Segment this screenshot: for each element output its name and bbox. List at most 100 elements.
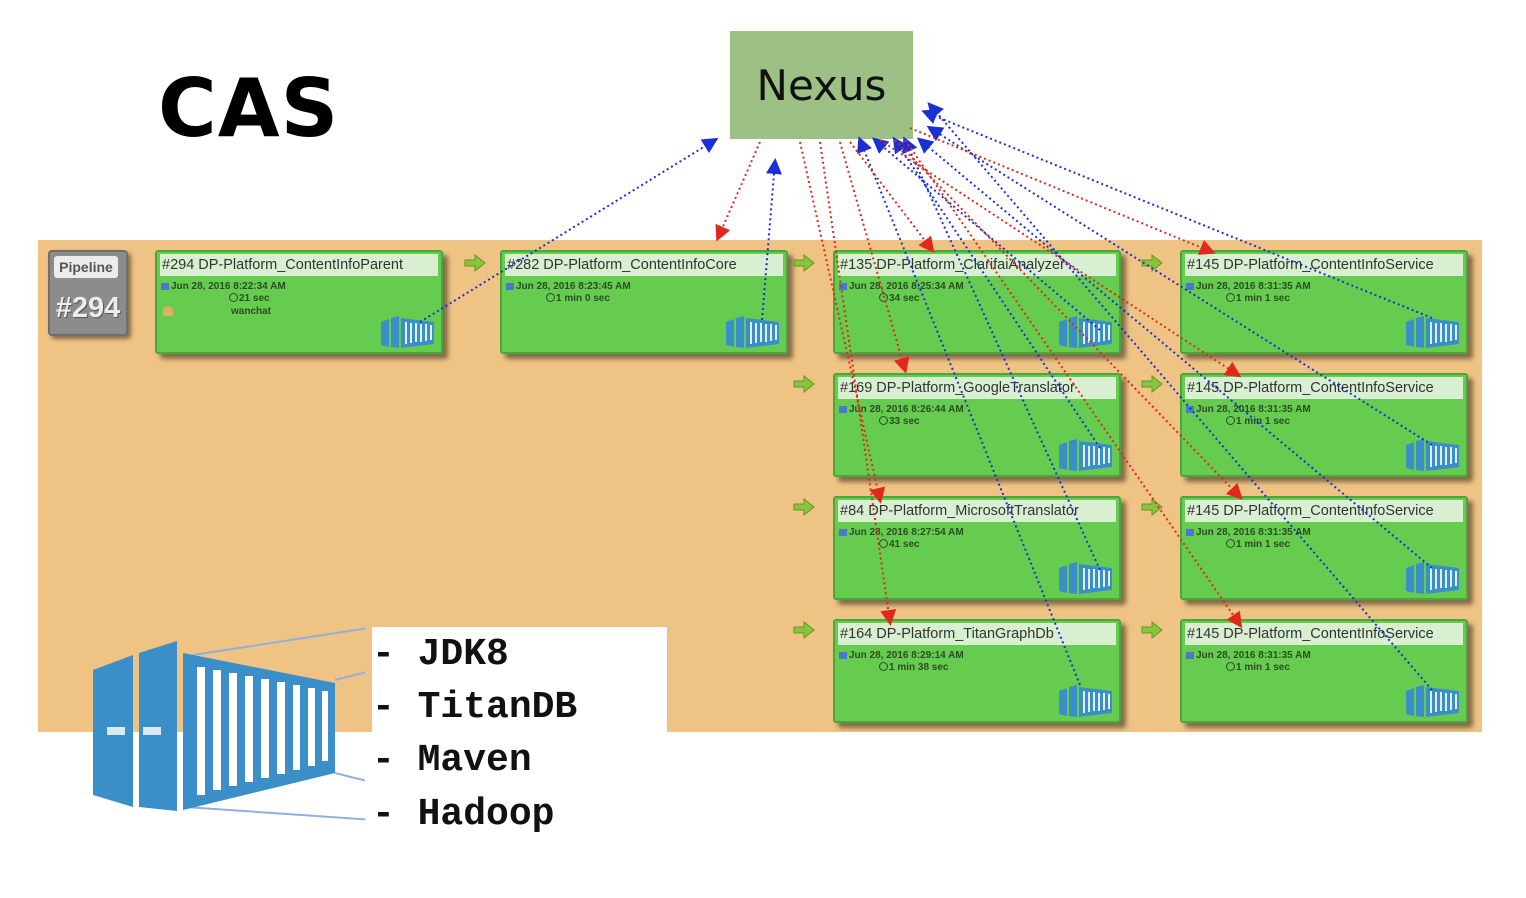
clock-icon: [1226, 416, 1235, 425]
job-date: Jun 28, 2016 8:31:35 AM: [1186, 527, 1311, 538]
calendar-icon: [506, 283, 514, 290]
job-date-text: Jun 28, 2016 8:23:45 AM: [516, 281, 631, 292]
job-duration-text: 1 min 38 sec: [889, 662, 949, 673]
dependency-arrow: [799, 141, 886, 504]
dependency-arrow: [921, 109, 1433, 319]
job-card[interactable]: #145 DP-Platform_ContentInfoService Jun …: [1180, 496, 1468, 600]
job-duration: 21 sec: [229, 293, 270, 304]
calendar-icon: [839, 652, 847, 659]
nexus-label: Nexus: [756, 60, 887, 110]
job-card[interactable]: #145 DP-Platform_ContentInfoService Jun …: [1180, 373, 1468, 477]
dependency-arrow: [926, 125, 1433, 446]
job-duration-text: 34 sec: [889, 293, 920, 304]
calendar-icon: [161, 283, 169, 290]
dependency-arrow: [857, 136, 1081, 686]
job-card[interactable]: #282 DP-Platform_ContentInfoCore Jun 28,…: [500, 250, 788, 354]
job-card[interactable]: #294 DP-Platform_ContentInfoParent Jun 2…: [155, 250, 443, 354]
job-date: Jun 28, 2016 8:26:44 AM: [839, 404, 964, 415]
dependency-arrow: [927, 101, 1433, 691]
job-card[interactable]: #84 DP-Platform_MicrosoftTranslator Jun …: [833, 496, 1121, 600]
next-arrow-icon: [793, 497, 815, 517]
calendar-icon: [1186, 283, 1194, 290]
job-duration: 34 sec: [879, 293, 920, 304]
clock-icon: [879, 662, 888, 671]
dependency-arrow: [849, 141, 935, 254]
spec-item: - Hadoop: [372, 793, 555, 836]
job-date-text: Jun 28, 2016 8:27:54 AM: [849, 527, 964, 538]
container-icon: [1057, 437, 1113, 471]
job-date-text: Jun 28, 2016 8:31:35 AM: [1196, 281, 1311, 292]
next-arrow-icon: [1141, 620, 1163, 640]
spec-item: - Maven: [372, 739, 532, 782]
job-duration: 1 min 1 sec: [1226, 416, 1290, 427]
job-card[interactable]: #164 DP-Platform_TitanGraphDb Jun 28, 20…: [833, 619, 1121, 723]
dependency-arrow: [892, 136, 1101, 449]
job-title[interactable]: #294 DP-Platform_ContentInfoParent: [160, 254, 438, 276]
container-icon: [93, 627, 365, 821]
next-arrow-icon: [793, 253, 815, 273]
nexus-node: Nexus: [730, 31, 913, 139]
dependency-arrow: [871, 137, 1101, 331]
job-title[interactable]: #169 DP-Platform_GoogleTranslator: [838, 377, 1116, 399]
next-arrow-icon: [1141, 374, 1163, 394]
clock-icon: [546, 293, 555, 302]
job-duration: 1 min 1 sec: [1226, 539, 1290, 550]
container-icon: [1404, 437, 1460, 471]
dependency-arrow: [715, 141, 761, 242]
job-date-text: Jun 28, 2016 8:31:35 AM: [1196, 404, 1311, 415]
clock-icon: [1226, 539, 1235, 548]
job-user: wanchat: [231, 306, 272, 317]
job-date: Jun 28, 2016 8:29:14 AM: [839, 650, 964, 661]
job-duration: 1 min 1 sec: [1226, 293, 1290, 304]
dependency-arrow: [879, 139, 1242, 378]
job-title[interactable]: #282 DP-Platform_ContentInfoCore: [505, 254, 783, 276]
clock-icon: [229, 293, 238, 302]
job-duration-text: 41 sec: [889, 539, 920, 550]
dependency-arrow: [819, 141, 897, 626]
job-duration: 1 min 0 sec: [546, 293, 610, 304]
user-icon: [163, 306, 173, 316]
clock-icon: [879, 293, 888, 302]
spec-item: - TitanDB: [372, 686, 578, 729]
job-title[interactable]: #84 DP-Platform_MicrosoftTranslator: [838, 500, 1116, 522]
pipeline-label: Pipeline: [54, 256, 118, 278]
pipeline-board: Pipeline #294 #294 DP-Platform_ContentIn…: [38, 240, 1482, 732]
diagram-title: CAS: [158, 62, 340, 155]
dependency-arrow: [902, 136, 1101, 571]
calendar-icon: [839, 283, 847, 290]
dependency-arrow: [904, 139, 1243, 629]
job-date: Jun 28, 2016 8:25:34 AM: [839, 281, 964, 292]
calendar-icon: [1186, 529, 1194, 536]
job-card[interactable]: #145 DP-Platform_ContentInfoService Jun …: [1180, 250, 1468, 354]
job-date-text: Jun 28, 2016 8:22:34 AM: [171, 281, 286, 292]
job-title[interactable]: #145 DP-Platform_ContentInfoService: [1185, 623, 1463, 645]
job-title[interactable]: #145 DP-Platform_ContentInfoService: [1185, 377, 1463, 399]
dependency-arrow: [839, 141, 910, 374]
next-arrow-icon: [1141, 497, 1163, 517]
calendar-icon: [1186, 652, 1194, 659]
job-title[interactable]: #145 DP-Platform_ContentInfoService: [1185, 254, 1463, 276]
clock-icon: [1226, 662, 1235, 671]
calendar-icon: [839, 406, 847, 413]
clock-icon: [1226, 293, 1235, 302]
pipeline-badge[interactable]: Pipeline #294: [48, 250, 128, 336]
job-card[interactable]: #169 DP-Platform_GoogleTranslator Jun 28…: [833, 373, 1121, 477]
job-card[interactable]: #145 DP-Platform_ContentInfoService Jun …: [1180, 619, 1468, 723]
container-icon: [1404, 683, 1460, 717]
job-duration-text: 1 min 1 sec: [1236, 539, 1290, 550]
calendar-icon: [839, 529, 847, 536]
job-date-text: Jun 28, 2016 8:26:44 AM: [849, 404, 964, 415]
job-title[interactable]: #145 DP-Platform_ContentInfoService: [1185, 500, 1463, 522]
job-date: Jun 28, 2016 8:31:35 AM: [1186, 281, 1311, 292]
container-icon: [379, 314, 435, 348]
job-duration-text: 33 sec: [889, 416, 920, 427]
container-icon: [1057, 314, 1113, 348]
job-title[interactable]: #164 DP-Platform_TitanGraphDb: [838, 623, 1116, 645]
job-date: Jun 28, 2016 8:23:45 AM: [506, 281, 631, 292]
next-arrow-icon: [793, 620, 815, 640]
job-date: Jun 28, 2016 8:22:34 AM: [161, 281, 286, 292]
job-duration-text: 1 min 0 sec: [556, 293, 610, 304]
job-date-text: Jun 28, 2016 8:29:14 AM: [849, 650, 964, 661]
container-spec-list: - JDK8 - TitanDB - Maven - Hadoop: [372, 627, 667, 845]
container-icon: [1057, 560, 1113, 594]
